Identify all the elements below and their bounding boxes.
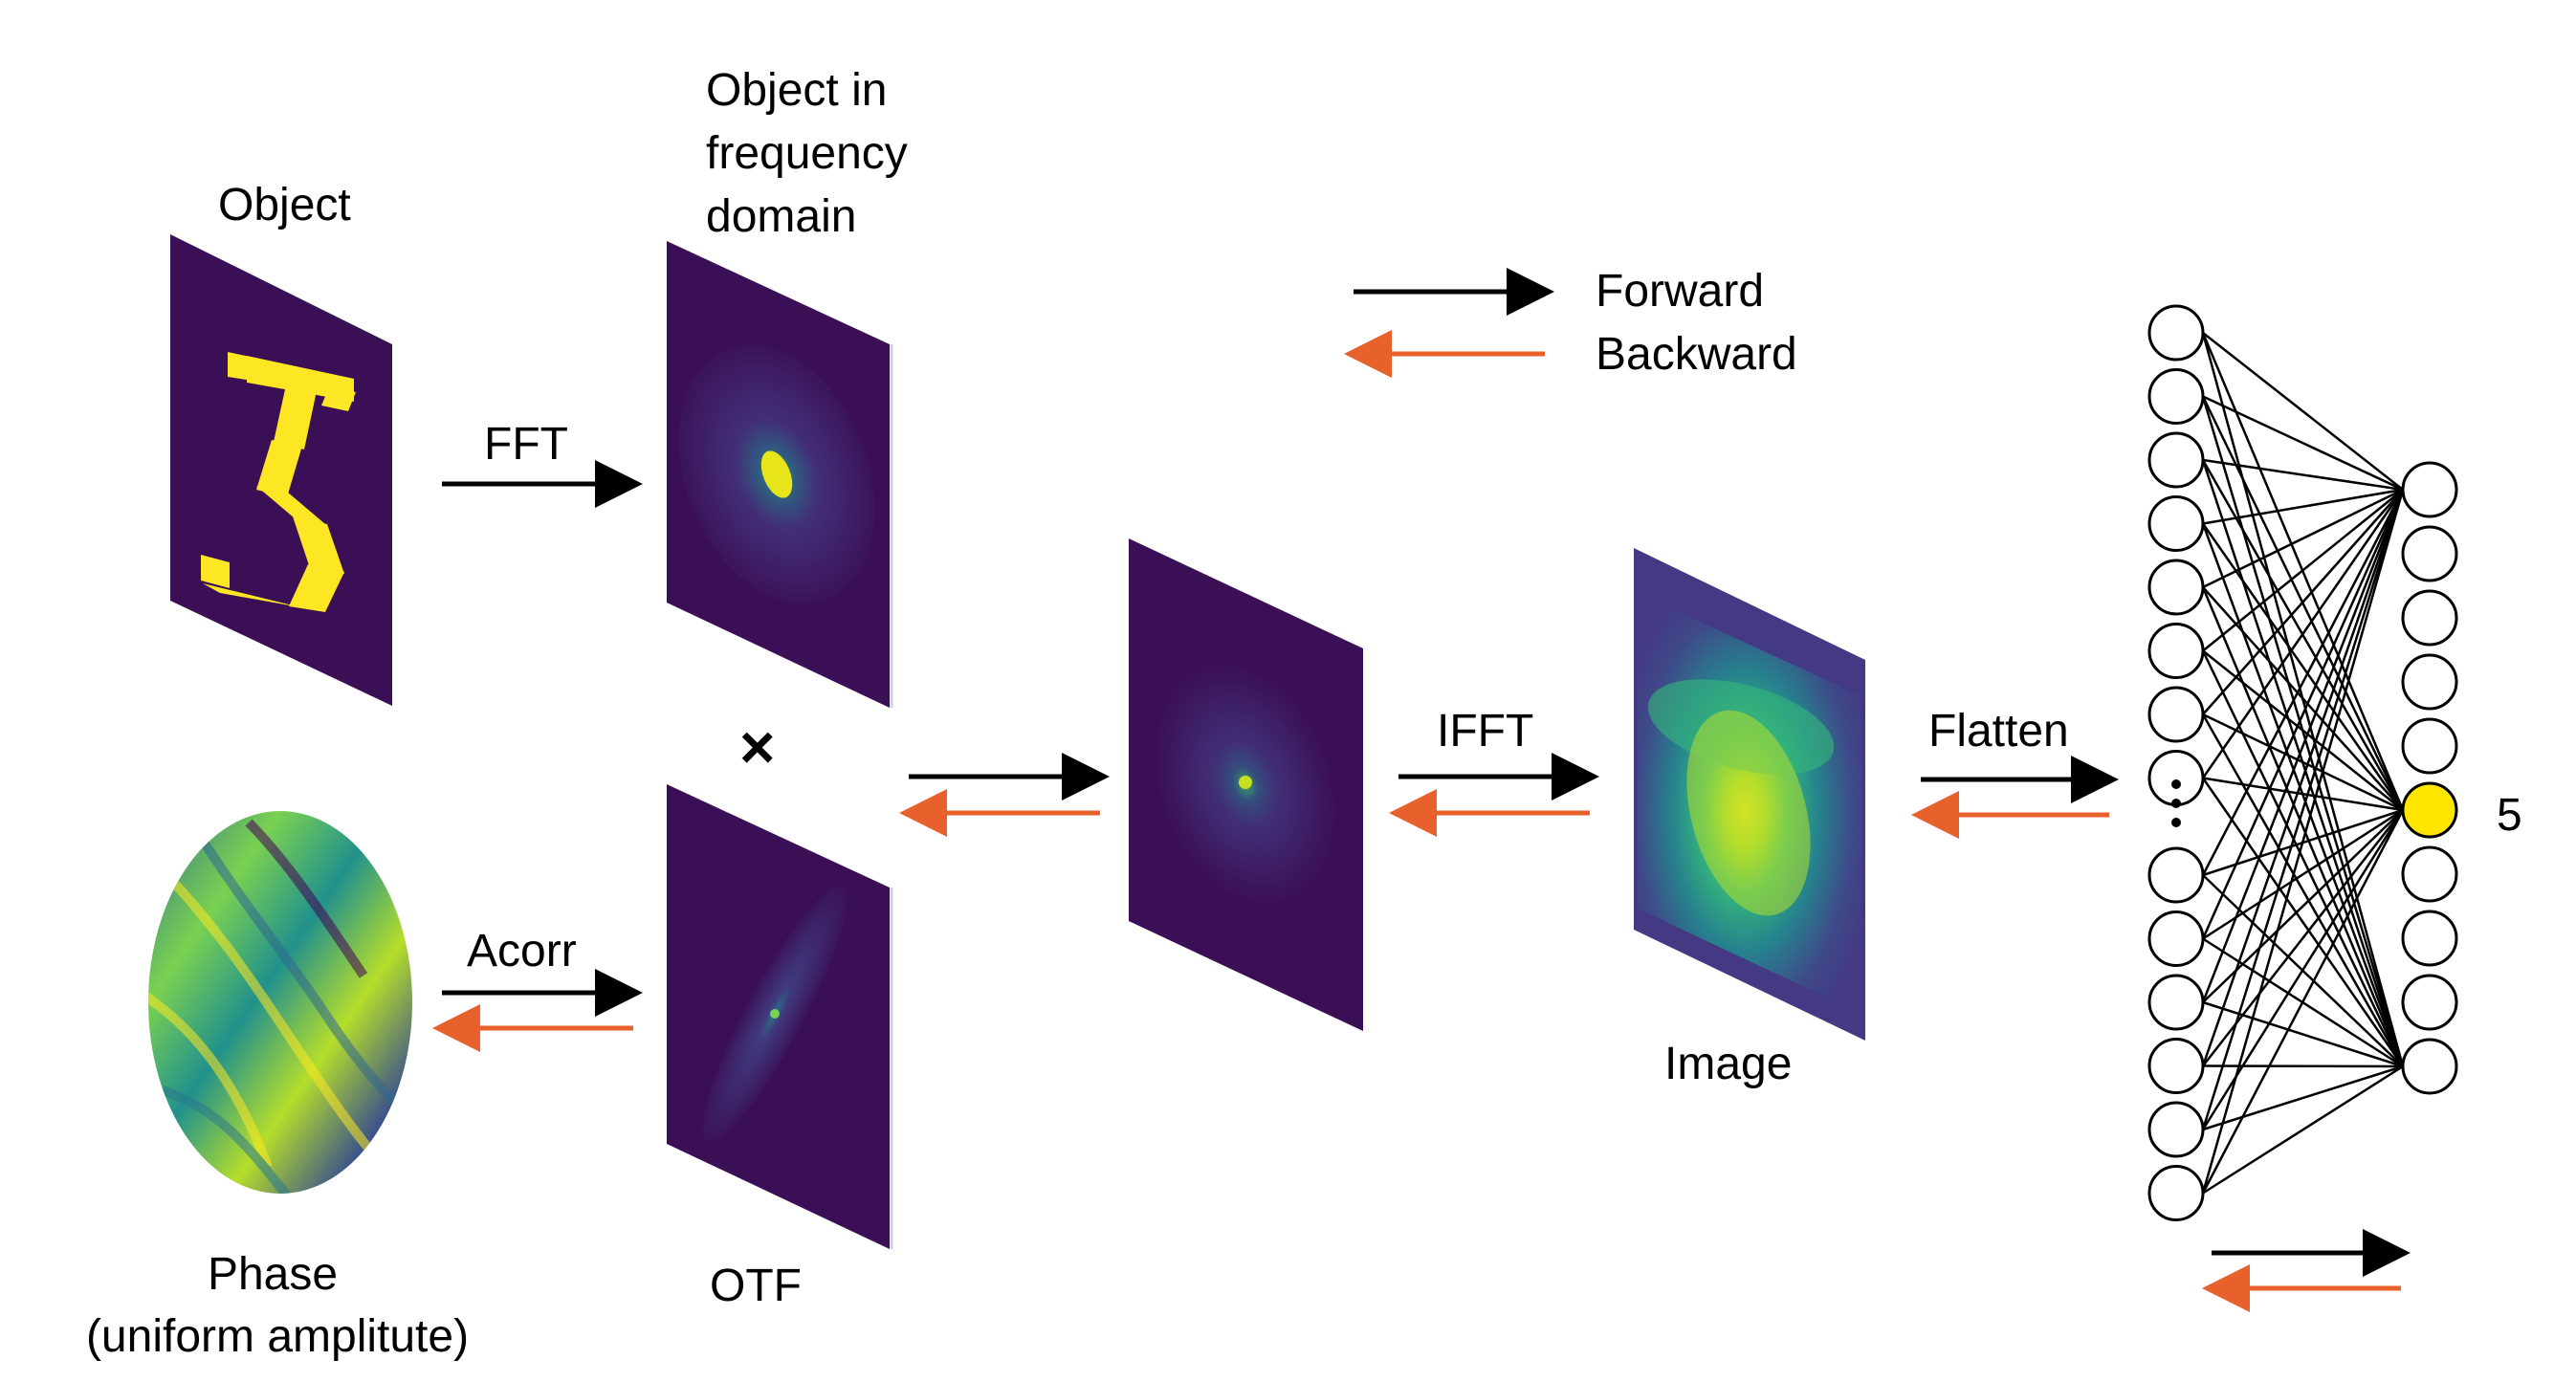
network-connection [2202,809,2404,1067]
object-label: Object [218,180,351,230]
output-neuron [2401,974,2458,1031]
output-neuron [2401,910,2458,967]
object-freq-label-line2: frequency [706,128,908,179]
network-connection [2202,1064,2404,1195]
network-connection [2202,488,2404,589]
output-neuron [2401,845,2458,903]
flatten-label: Flatten [1928,706,2069,757]
network-connection [2201,489,2405,940]
input-neuron [2147,431,2205,489]
network-connection [2201,489,2405,779]
neural-network [2147,304,2458,1221]
arrows [432,268,2411,1312]
phase-map [148,811,412,1194]
product-panel [1129,538,1363,1031]
network-connection [2201,713,2405,1067]
multiply-symbol: × [739,713,776,781]
ellipsis-dots [2171,779,2181,827]
input-neuron [2147,623,2205,679]
input-neuron [2147,304,2205,362]
network-connection [2201,489,2405,1003]
frequency-panel [667,241,893,708]
input-neuron [2147,910,2205,967]
network-connection [2201,489,2405,876]
output-neuron [2401,717,2458,775]
output-neuron [2401,653,2458,711]
legend-backward-label: Backward [1596,329,1797,380]
network-connection [2202,489,2404,715]
output-value-label: 5 [2497,790,2522,841]
phase-label-line2: (uniform amplitute) [85,1311,470,1362]
digit-strokes [201,352,356,612]
network-connection [2202,1000,2404,1068]
image-label: Image [1664,1039,1793,1089]
network-connection [2201,489,2405,1066]
network-connection [2202,488,2404,525]
network-connection [2202,332,2404,491]
network-connection [2202,649,2404,811]
output-neuron [2401,589,2458,647]
otf-label: OTF [710,1261,802,1311]
input-neuron [2147,750,2205,806]
object-freq-label-line3: domain [706,191,857,242]
otf-panel [667,784,893,1249]
network-connection [2202,489,2404,652]
acorr-label: Acorr [467,926,577,976]
network-connection [2201,809,2405,1195]
ifft-label: IFFT [1437,706,1534,757]
input-neuron [2147,1038,2205,1094]
network-connection [2201,777,2405,1067]
fft-label: FFT [484,419,568,470]
legend-forward-label: Forward [1596,266,1765,317]
network-connection [2202,458,2404,492]
output-neuron [2401,525,2458,582]
image-panel [1634,548,1865,1041]
input-neuron [2147,1101,2205,1158]
input-neuron [2147,368,2205,425]
network-connections [2201,332,2405,1195]
output-neuron [2401,461,2458,518]
input-neuron [2147,495,2205,552]
input-neuron [2147,846,2205,904]
object-panel [170,234,392,706]
output-neuron-highlighted [2401,781,2458,839]
network-connection [2201,649,2405,1067]
input-neuron [2147,974,2205,1031]
network-connection [2202,777,2404,812]
network-connection [2202,1064,2404,1131]
network-connection [2201,586,2405,1067]
input-neuron [2147,559,2205,616]
object-freq-label-line1: Object in [706,65,888,116]
network-connection [2201,489,2405,1194]
network-neurons [2147,304,2458,1221]
network-connection [2202,395,2404,492]
phase-label-line1: Phase [207,1249,339,1300]
network-connection [2202,1064,2404,1068]
input-neuron [2147,1165,2205,1221]
network-connection [2201,489,2405,1130]
output-neuron [2401,1038,2458,1095]
input-neuron [2147,686,2205,743]
